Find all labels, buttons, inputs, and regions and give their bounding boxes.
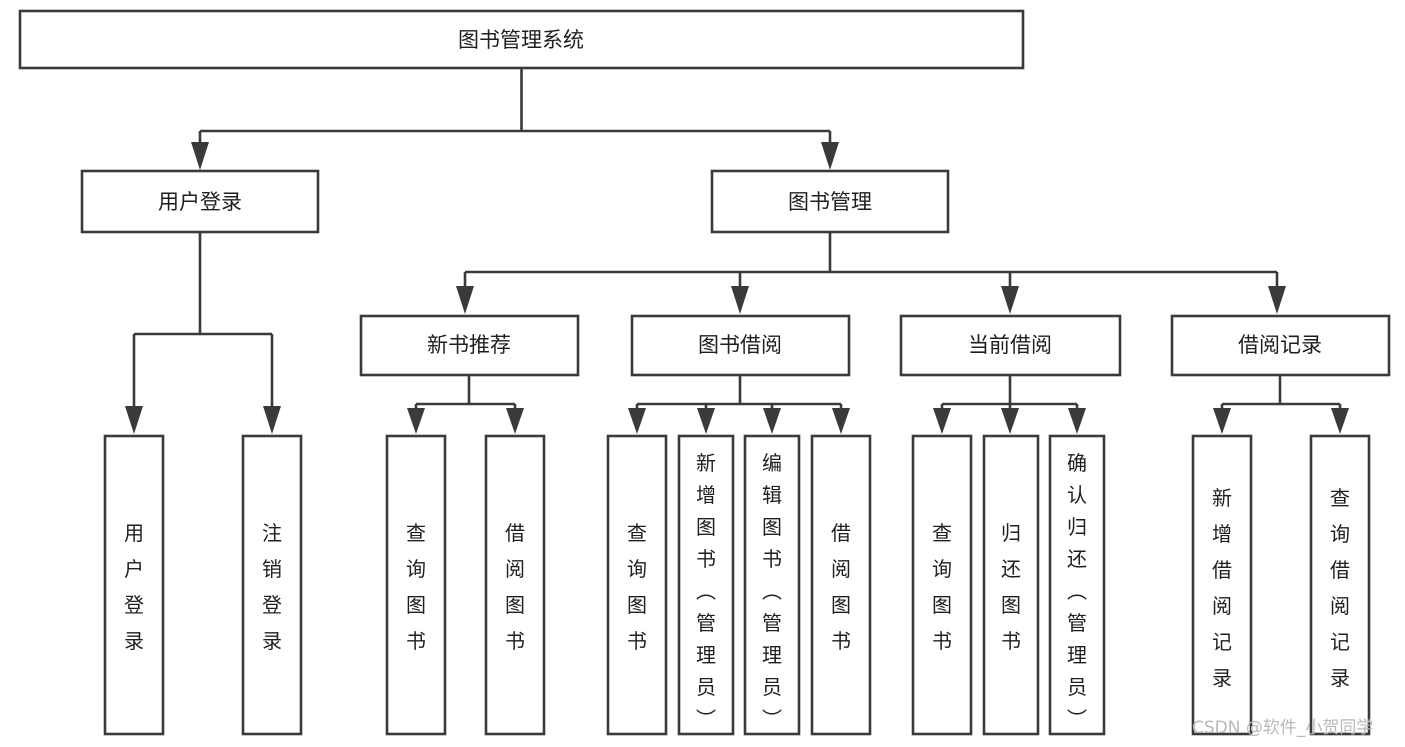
node-leaf-query-record[interactable]: 查询借阅记录 xyxy=(1309,434,1371,736)
node-leaf-return-book-label: 归还图书 xyxy=(1001,521,1021,653)
node-leaf-user-login-label: 用户登录 xyxy=(124,521,144,653)
arrow-head-borrow-record xyxy=(1268,286,1286,314)
arrow-head-leaf-query-book-2 xyxy=(628,408,646,434)
node-leaf-edit-book-box[interactable] xyxy=(743,434,801,736)
arrow-head-leaf-query-book-3 xyxy=(933,408,951,434)
arrow-head-user-login xyxy=(191,142,209,170)
node-leaf-query-book-3-box[interactable] xyxy=(911,434,973,736)
arrow-head-leaf-add-record xyxy=(1213,408,1231,434)
node-leaf-logout[interactable]: 注销登录 xyxy=(241,434,303,736)
node-new-book-rec[interactable]: 新书推荐 xyxy=(359,314,580,377)
node-new-book-rec-box[interactable] xyxy=(359,314,580,377)
node-book-borrow[interactable]: 图书借阅 xyxy=(630,314,851,377)
node-root[interactable]: 图书管理系统 xyxy=(18,9,1025,70)
node-leaf-confirm-return[interactable]: 确认归还︵管理员︶ xyxy=(1048,434,1106,736)
node-leaf-edit-book-label: 编辑图书︵管理员︶ xyxy=(762,451,782,731)
node-leaf-borrow-book-1[interactable]: 借阅图书 xyxy=(484,434,546,736)
node-new-book-rec-label: 新书推荐 xyxy=(427,333,511,357)
node-root-label: 图书管理系统 xyxy=(458,28,584,52)
node-leaf-add-record[interactable]: 新增借阅记录 xyxy=(1191,434,1253,736)
node-leaf-add-record-label: 新增借阅记录 xyxy=(1212,486,1232,690)
node-book-borrow-label: 图书借阅 xyxy=(698,333,782,357)
node-leaf-query-book-2-label: 查询图书 xyxy=(627,521,647,653)
node-borrow-record-box[interactable] xyxy=(1170,314,1391,377)
node-borrow-record-label: 借阅记录 xyxy=(1238,333,1322,357)
node-leaf-query-book-1-box[interactable] xyxy=(385,434,447,736)
node-book-manage[interactable]: 图书管理 xyxy=(710,169,950,234)
node-leaf-user-login-box[interactable] xyxy=(103,434,165,736)
node-leaf-edit-book[interactable]: 编辑图书︵管理员︶ xyxy=(743,434,801,736)
arrow-head-leaf-add-book xyxy=(697,408,715,434)
arrow-head-leaf-query-book-1 xyxy=(407,408,425,434)
node-leaf-query-book-2-box[interactable] xyxy=(606,434,668,736)
node-leaf-borrow-book-2-label: 借阅图书 xyxy=(831,521,851,653)
arrow-head-leaf-user-login xyxy=(125,406,143,434)
node-current-borrow-label: 当前借阅 xyxy=(968,333,1052,357)
node-leaf-borrow-book-2-box[interactable] xyxy=(810,434,872,736)
node-leaf-query-book-3[interactable]: 查询图书 xyxy=(911,434,973,736)
node-leaf-add-book-box[interactable] xyxy=(677,434,735,736)
node-leaf-query-record-box[interactable] xyxy=(1309,434,1371,736)
node-user-login[interactable]: 用户登录 xyxy=(80,169,320,234)
node-book-borrow-box[interactable] xyxy=(630,314,851,377)
arrow-head-leaf-edit-book xyxy=(763,408,781,434)
node-leaf-confirm-return-box[interactable] xyxy=(1048,434,1106,736)
arrow-head-book-borrow xyxy=(731,286,749,314)
csdn-watermark: CSDN @软件_小贺同学 xyxy=(1192,718,1373,738)
node-leaf-query-book-1[interactable]: 查询图书 xyxy=(385,434,447,736)
node-leaf-confirm-return-label: 确认归还︵管理员︶ xyxy=(1067,451,1087,731)
node-book-manage-box[interactable] xyxy=(710,169,950,234)
node-leaf-add-record-box[interactable] xyxy=(1191,434,1253,736)
arrow-head-book-manage xyxy=(821,142,839,170)
node-root-box[interactable] xyxy=(18,9,1025,70)
node-leaf-logout-label: 注销登录 xyxy=(262,521,282,653)
arrow-head-leaf-query-record xyxy=(1331,408,1349,434)
arrow-head-leaf-return-book xyxy=(1001,408,1019,434)
node-leaf-borrow-book-2[interactable]: 借阅图书 xyxy=(810,434,872,736)
node-leaf-logout-box[interactable] xyxy=(241,434,303,736)
node-leaf-query-book-2[interactable]: 查询图书 xyxy=(606,434,668,736)
arrow-head-current-borrow xyxy=(1001,286,1019,314)
node-book-manage-label: 图书管理 xyxy=(788,190,872,214)
node-leaf-return-book-box[interactable] xyxy=(982,434,1040,736)
node-leaf-add-book[interactable]: 新增图书︵管理员︶ xyxy=(677,434,735,736)
node-user-login-label: 用户登录 xyxy=(158,190,242,214)
arrow-head-leaf-borrow-book-1 xyxy=(506,408,524,434)
arrow-head-leaf-logout xyxy=(263,406,281,434)
node-leaf-add-book-label: 新增图书︵管理员︶ xyxy=(696,451,716,731)
node-leaf-query-book-1-label: 查询图书 xyxy=(406,521,426,653)
node-user-login-box[interactable] xyxy=(80,169,320,234)
arrow-head-leaf-borrow-book-2 xyxy=(832,408,850,434)
node-leaf-query-record-label: 查询借阅记录 xyxy=(1330,486,1350,690)
node-current-borrow-box[interactable] xyxy=(899,314,1122,377)
node-current-borrow[interactable]: 当前借阅 xyxy=(899,314,1122,377)
node-leaf-query-book-3-label: 查询图书 xyxy=(932,521,952,653)
node-leaf-return-book[interactable]: 归还图书 xyxy=(982,434,1040,736)
arrow-head-leaf-confirm-return xyxy=(1068,408,1086,434)
connectors-layer xyxy=(125,68,1349,434)
node-leaf-borrow-book-1-label: 借阅图书 xyxy=(505,521,525,653)
node-leaf-user-login[interactable]: 用户登录 xyxy=(103,434,165,736)
node-borrow-record[interactable]: 借阅记录 xyxy=(1170,314,1391,377)
node-leaf-borrow-book-1-box[interactable] xyxy=(484,434,546,736)
arrow-head-new-book-rec xyxy=(456,286,474,314)
